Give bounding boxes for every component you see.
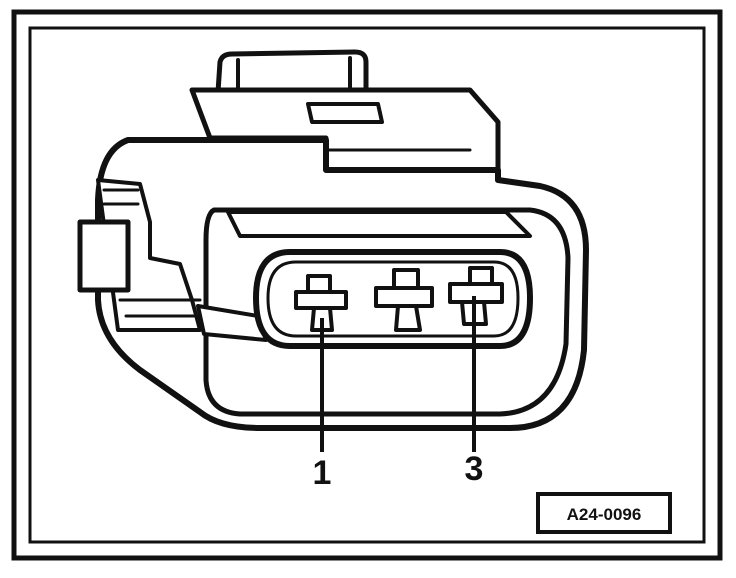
pin-1-label: 1 [313, 454, 332, 492]
inner-border [28, 26, 706, 544]
pin-3-terminal [448, 266, 504, 326]
reference-code-box [536, 492, 672, 534]
pin-2-terminal [374, 268, 434, 332]
pin-1-terminal [294, 274, 348, 332]
pin-3-label: 3 [465, 450, 484, 488]
reference-code: A24-0096 [567, 505, 642, 524]
side-clip [77, 178, 268, 342]
